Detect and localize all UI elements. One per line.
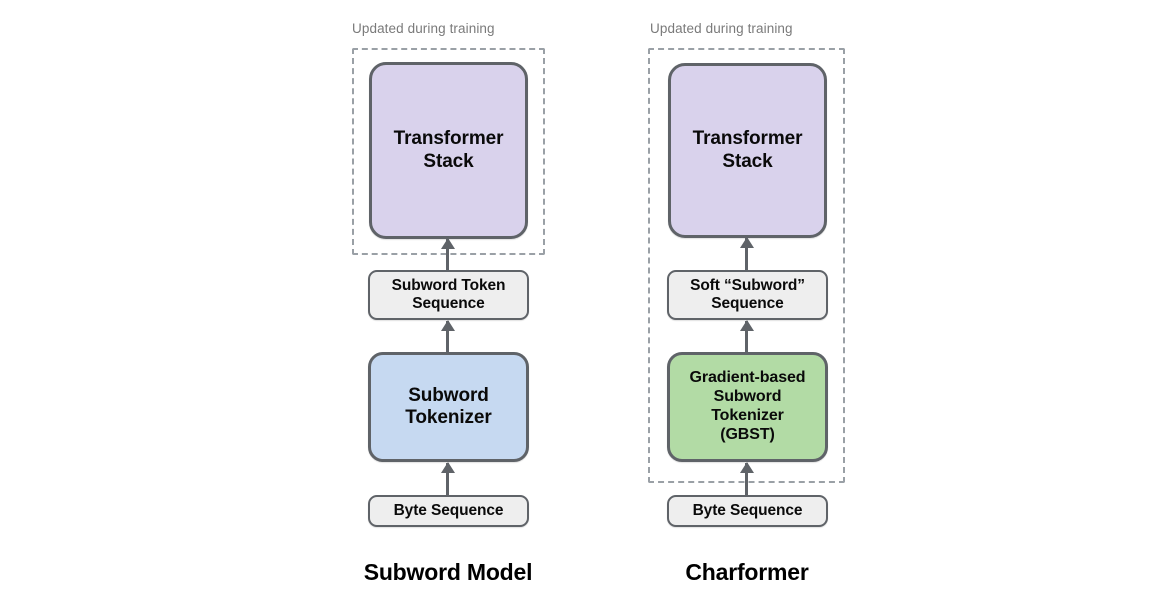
left-subword-tokenizer-label: Subword Tokenizer bbox=[405, 384, 492, 428]
right-byte-sequence-box[interactable]: Byte Sequence bbox=[667, 495, 828, 527]
right-gbst-box[interactable]: Gradient-based Subword Tokenizer (GBST) bbox=[667, 352, 828, 462]
right-arrow-sequence-to-transformer bbox=[745, 238, 748, 270]
left-subword-token-sequence-label: Subword Token Sequence bbox=[391, 276, 506, 312]
left-transformer-stack-box[interactable]: Transformer Stack bbox=[369, 62, 528, 239]
left-transformer-stack-label: Transformer Stack bbox=[393, 128, 504, 172]
right-region-caption: Updated during training bbox=[650, 21, 793, 36]
right-byte-sequence-label: Byte Sequence bbox=[692, 501, 803, 519]
left-region-caption: Updated during training bbox=[352, 21, 495, 36]
right-arrow-bytes-to-gbst bbox=[745, 463, 748, 495]
right-arrow-gbst-to-sequence bbox=[745, 321, 748, 352]
right-soft-subword-sequence-label: Soft “Subword” Sequence bbox=[690, 276, 805, 312]
right-soft-subword-sequence-box[interactable]: Soft “Subword” Sequence bbox=[667, 270, 828, 320]
left-byte-sequence-box[interactable]: Byte Sequence bbox=[368, 495, 529, 527]
right-gbst-label: Gradient-based Subword Tokenizer (GBST) bbox=[689, 369, 806, 443]
left-arrow-bytes-to-tokenizer bbox=[446, 463, 449, 495]
left-subword-token-sequence-box[interactable]: Subword Token Sequence bbox=[368, 270, 529, 320]
left-byte-sequence-label: Byte Sequence bbox=[393, 501, 504, 519]
right-transformer-stack-box[interactable]: Transformer Stack bbox=[668, 63, 827, 238]
left-column-title: Subword Model bbox=[363, 559, 533, 585]
left-arrow-sequence-to-transformer bbox=[446, 239, 449, 270]
right-transformer-stack-label: Transformer Stack bbox=[692, 128, 803, 172]
left-subword-tokenizer-box[interactable]: Subword Tokenizer bbox=[368, 352, 529, 462]
left-arrow-tokenizer-to-sequence bbox=[446, 321, 449, 352]
right-column-title: Charformer bbox=[685, 559, 809, 585]
